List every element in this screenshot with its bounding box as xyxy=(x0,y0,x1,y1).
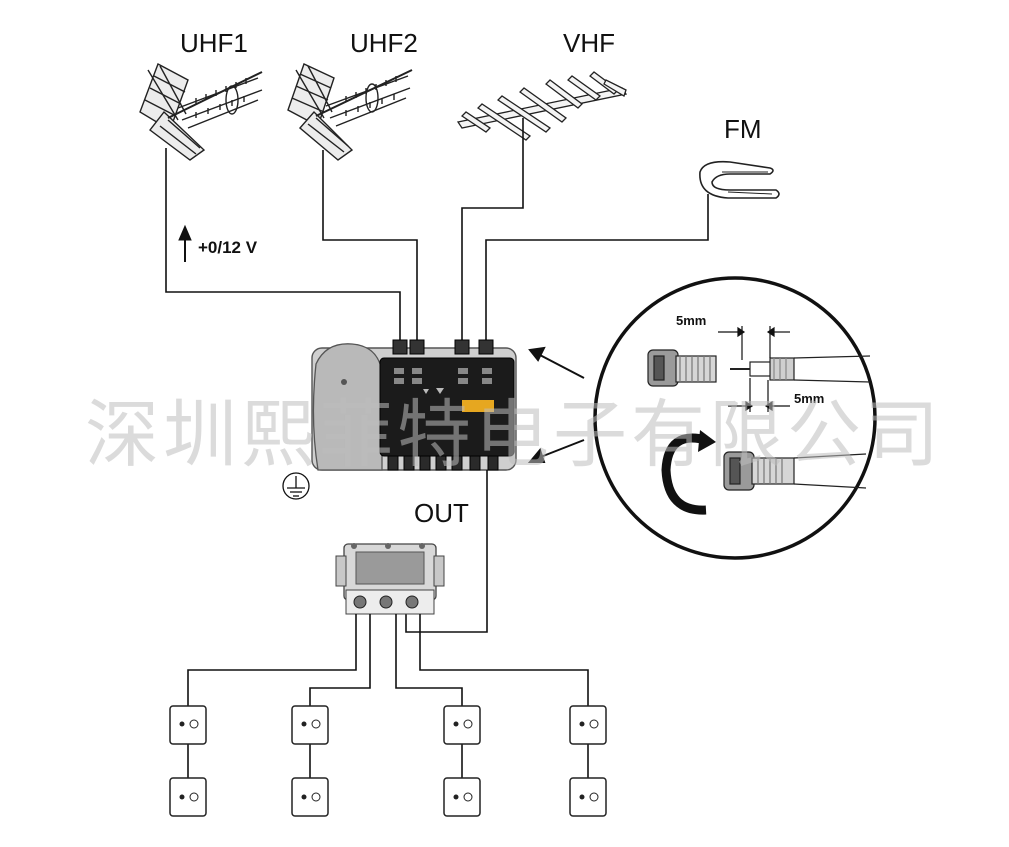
input-cables xyxy=(165,118,709,342)
wall-outlet-icon xyxy=(443,777,481,817)
wall-outlet-icon xyxy=(169,705,207,745)
stripped-cable-icon xyxy=(730,355,871,383)
wall-outlet-icon xyxy=(291,777,329,817)
wall-outlet-icon xyxy=(443,705,481,745)
voltage-label: +0/12 V xyxy=(198,238,258,257)
out-cable xyxy=(405,470,488,633)
dimension-marks xyxy=(718,326,790,412)
vhf-label: VHF xyxy=(563,28,615,58)
connector-detail xyxy=(593,276,877,560)
f-connector-icon xyxy=(647,349,717,387)
watermark-text: 深圳熙菲特电子有限公司 xyxy=(85,392,943,478)
uhf2-label: UHF2 xyxy=(350,28,418,58)
wall-outlet-icon xyxy=(291,705,329,745)
assembled-connector-icon xyxy=(723,451,867,491)
fm-antenna-icon xyxy=(699,160,780,199)
wall-outlet-icon xyxy=(569,705,607,745)
wall-outlets xyxy=(169,705,607,817)
splitter-unit xyxy=(335,543,445,615)
ground-icon xyxy=(282,472,310,500)
distribution-cables xyxy=(187,614,589,778)
wall-outlet-icon xyxy=(569,777,607,817)
uhf1-antenna-icon xyxy=(139,63,263,161)
uhf2-antenna-icon xyxy=(287,63,413,161)
detail-pointer-arrows xyxy=(527,346,585,463)
voltage-arrow-icon xyxy=(178,224,192,262)
amplifier-unit xyxy=(311,339,517,471)
wall-outlet-icon xyxy=(169,777,207,817)
gap-top-label: 5mm xyxy=(676,313,707,328)
vhf-antenna-icon xyxy=(456,71,628,141)
out-label: OUT xyxy=(414,498,469,528)
gap-bottom-label: 5mm xyxy=(794,391,825,406)
uhf1-label: UHF1 xyxy=(180,28,248,58)
rotate-arrow-icon xyxy=(661,430,716,515)
fm-label: FM xyxy=(724,114,762,144)
